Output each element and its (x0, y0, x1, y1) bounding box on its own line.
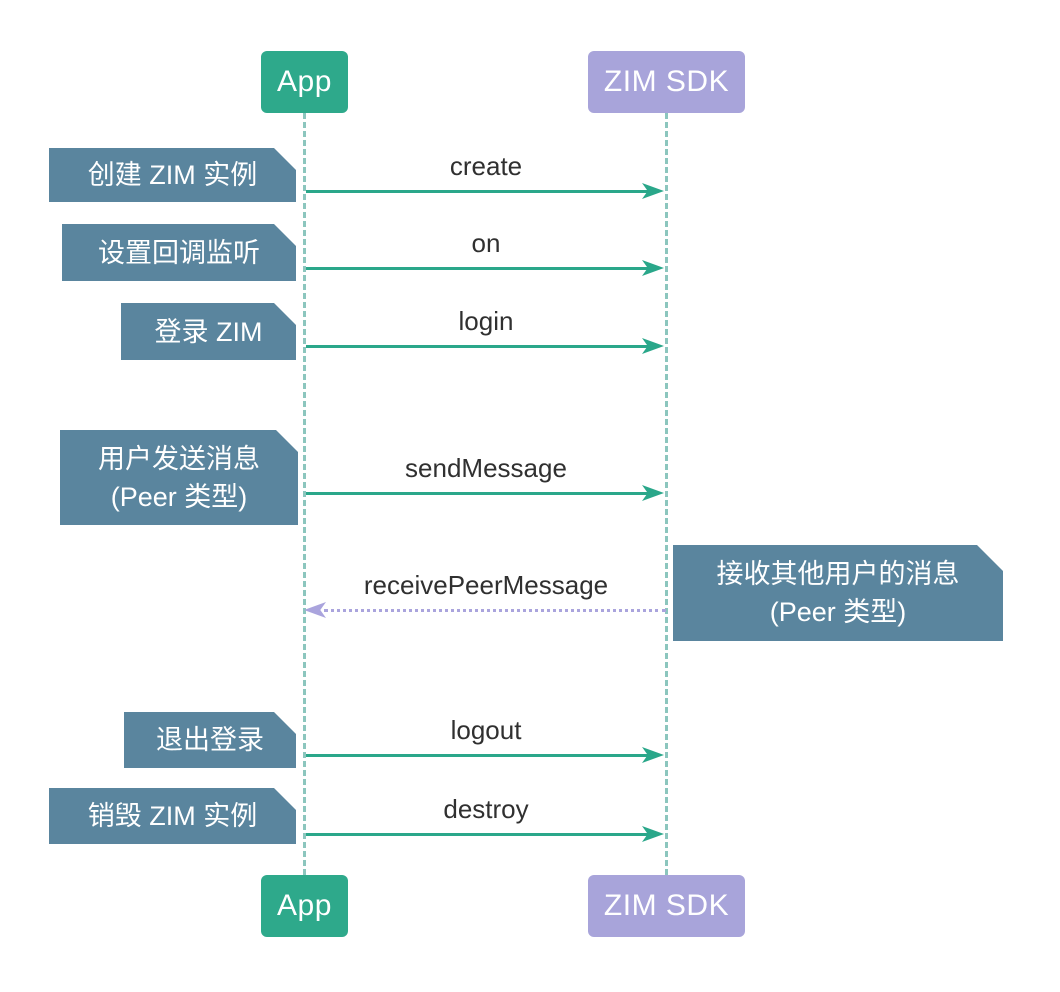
actor-zim-sdk-bottom: ZIM SDK (588, 875, 745, 937)
note-text: 设置回调监听 (98, 237, 260, 268)
actor-app-label: App (277, 65, 332, 98)
message-label-send-message: sendMessage (405, 453, 567, 483)
actor-app-label: App (277, 889, 332, 922)
note-text: 创建 ZIM 实例 (87, 160, 258, 190)
actor-zim-sdk-label: ZIM SDK (603, 65, 730, 98)
message-label-create: create (449, 151, 523, 181)
message-arrow-send-message (306, 492, 648, 495)
message-label-logout: logout (450, 715, 522, 745)
note-text: 接收其他用户的消息 (716, 559, 960, 589)
message-arrow-login (306, 345, 648, 348)
note-set-callback-listener: 设置回调监听 (62, 224, 296, 281)
message-arrow-on (306, 267, 648, 270)
message-arrow-destroy (306, 833, 648, 836)
note-login-zim: 登录 ZIM (121, 303, 296, 360)
lifeline-zim-sdk (665, 113, 668, 875)
note-receive-peer-message: 接收其他用户的消息 (Peer 类型) (673, 545, 1003, 641)
message-arrow-logout (306, 754, 648, 757)
arrowhead-left-icon (304, 602, 326, 618)
actor-zim-sdk-top: ZIM SDK (588, 51, 745, 113)
message-label-receive-peer-message: receivePeerMessage (363, 570, 609, 600)
actor-app-bottom: App (261, 875, 348, 937)
note-create-zim-instance: 创建 ZIM 实例 (49, 148, 296, 202)
message-arrow-create (306, 190, 648, 193)
note-text: 登录 ZIM (154, 316, 263, 347)
note-text: (Peer 类型) (110, 481, 248, 512)
note-text: 退出登录 (156, 725, 264, 755)
actor-zim-sdk-label: ZIM SDK (603, 889, 730, 922)
note-text: 销毁 ZIM 实例 (87, 801, 258, 831)
note-text: 用户发送消息 (98, 443, 260, 474)
message-label-login: login (458, 306, 514, 336)
note-text: (Peer 类型) (769, 597, 907, 627)
note-user-send-message: 用户发送消息 (Peer 类型) (60, 430, 298, 525)
message-label-on: on (471, 228, 501, 258)
message-label-destroy: destroy (443, 794, 529, 824)
note-logout: 退出登录 (124, 712, 296, 768)
lifeline-app (303, 113, 306, 875)
note-destroy-zim-instance: 销毁 ZIM 实例 (49, 788, 296, 844)
actor-app-top: App (261, 51, 348, 113)
message-arrow-receive-peer-message (324, 609, 666, 612)
